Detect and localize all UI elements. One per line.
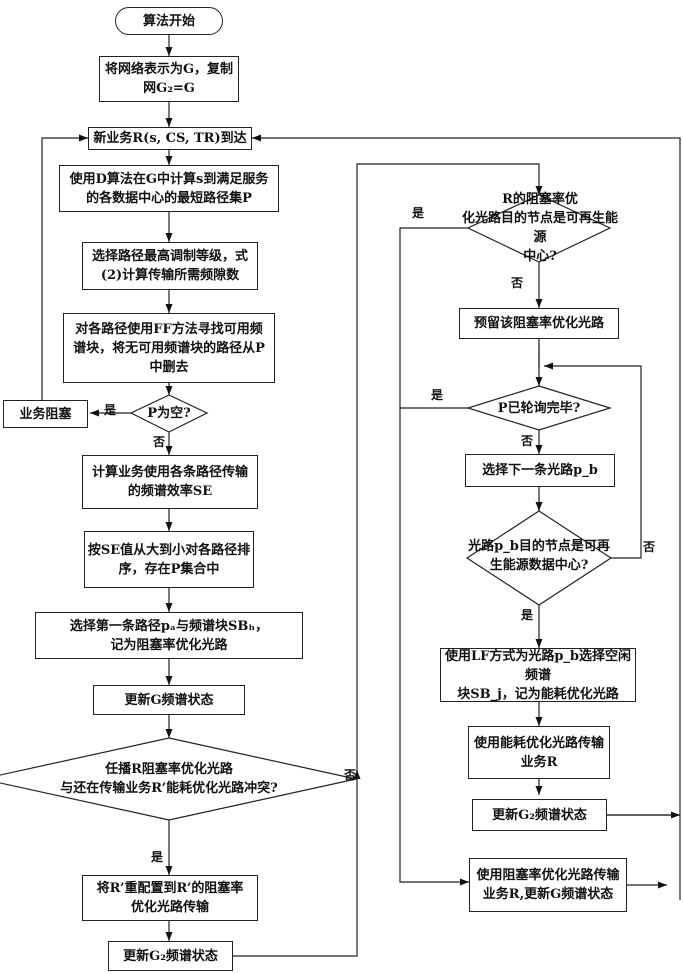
decision-p-empty: P为空? (131, 403, 207, 423)
label-d1-no: 否 (153, 433, 165, 450)
label-d5-no: 否 (643, 538, 655, 555)
step-reconfigure-r-prime: 将R’重配置到R’的阻塞率 优化光路传输 (82, 875, 258, 921)
decision-polling-done: P已轮询完毕? (484, 398, 594, 418)
step-find-spectrum-blocks: 对各路径使用FF方法寻找可用频 谱块，将无可用频谱块的路径从P 中删去 (63, 313, 275, 383)
step-update-g2-spectrum-right: 更新G₂频谱状态 (472, 799, 607, 831)
step-select-next-path: 选择下一条光路p_b (465, 454, 615, 487)
step-compute-shortest-paths: 使用D算法在G中计算s到满足服务 的各数据中心的最短路径集P (59, 165, 279, 212)
label-d4-yes: 是 (431, 386, 443, 403)
label-d1-yes: 是 (104, 401, 116, 418)
step-reserve-path: 预留该阻塞率优化光路 (459, 308, 619, 339)
label-d2-no: 否 (344, 766, 356, 783)
step-transmit-blocking-path: 使用阻塞率优化光路传输 业务R,更新G频谱状态 (469, 858, 627, 912)
step-lf-spectrum: 使用LF方式为光路p_b选择空闲频谱 块SB_j，记为能耗优化光路 (440, 648, 636, 702)
label-d5-yes: 是 (521, 606, 533, 623)
step-transmit-energy-path: 使用能耗优化光路传输 业务R (468, 726, 610, 779)
label-d2-yes: 是 (151, 848, 163, 865)
step-represent-network: 将网络表示为G，复制 网G₂=G (99, 56, 239, 102)
step-update-g-spectrum: 更新G频谱状态 (93, 685, 245, 715)
step-sort-paths: 按SE值从大到小对各路径排 序，存在P集合中 (84, 531, 254, 588)
label-d3-no: 否 (511, 274, 523, 291)
step-service-blocked: 业务阻塞 (3, 400, 88, 428)
step-new-request: 新业务R(s, CS, TR)到达 (88, 127, 252, 150)
step-compute-se: 计算业务使用各条路径传输 的频谱效率SE (82, 455, 258, 509)
start-terminal: 算法开始 (115, 7, 223, 35)
decision-conflict: 任播R阻塞率优化光路 与还在传输业务R’能耗优化光路冲突? (22, 759, 316, 799)
decision-renewable-center: R的阻塞率优 化光路目的节点是可再生能源 中心? (460, 199, 620, 257)
decision-path-renewable: 光路p_b目的节点是可再 生能源数据中心? (466, 536, 612, 576)
step-update-g2-spectrum-left: 更新G₂频谱状态 (108, 941, 233, 971)
label-d3-yes: 是 (412, 204, 424, 221)
step-select-modulation: 选择路径最高调制等级，式 (2)计算传输所需频隙数 (82, 242, 258, 290)
step-select-first-path: 选择第一条路径pₐ与频谱块SBₕ， 记为阻塞率优化光路 (35, 612, 303, 659)
label-d4-no: 否 (521, 432, 533, 449)
